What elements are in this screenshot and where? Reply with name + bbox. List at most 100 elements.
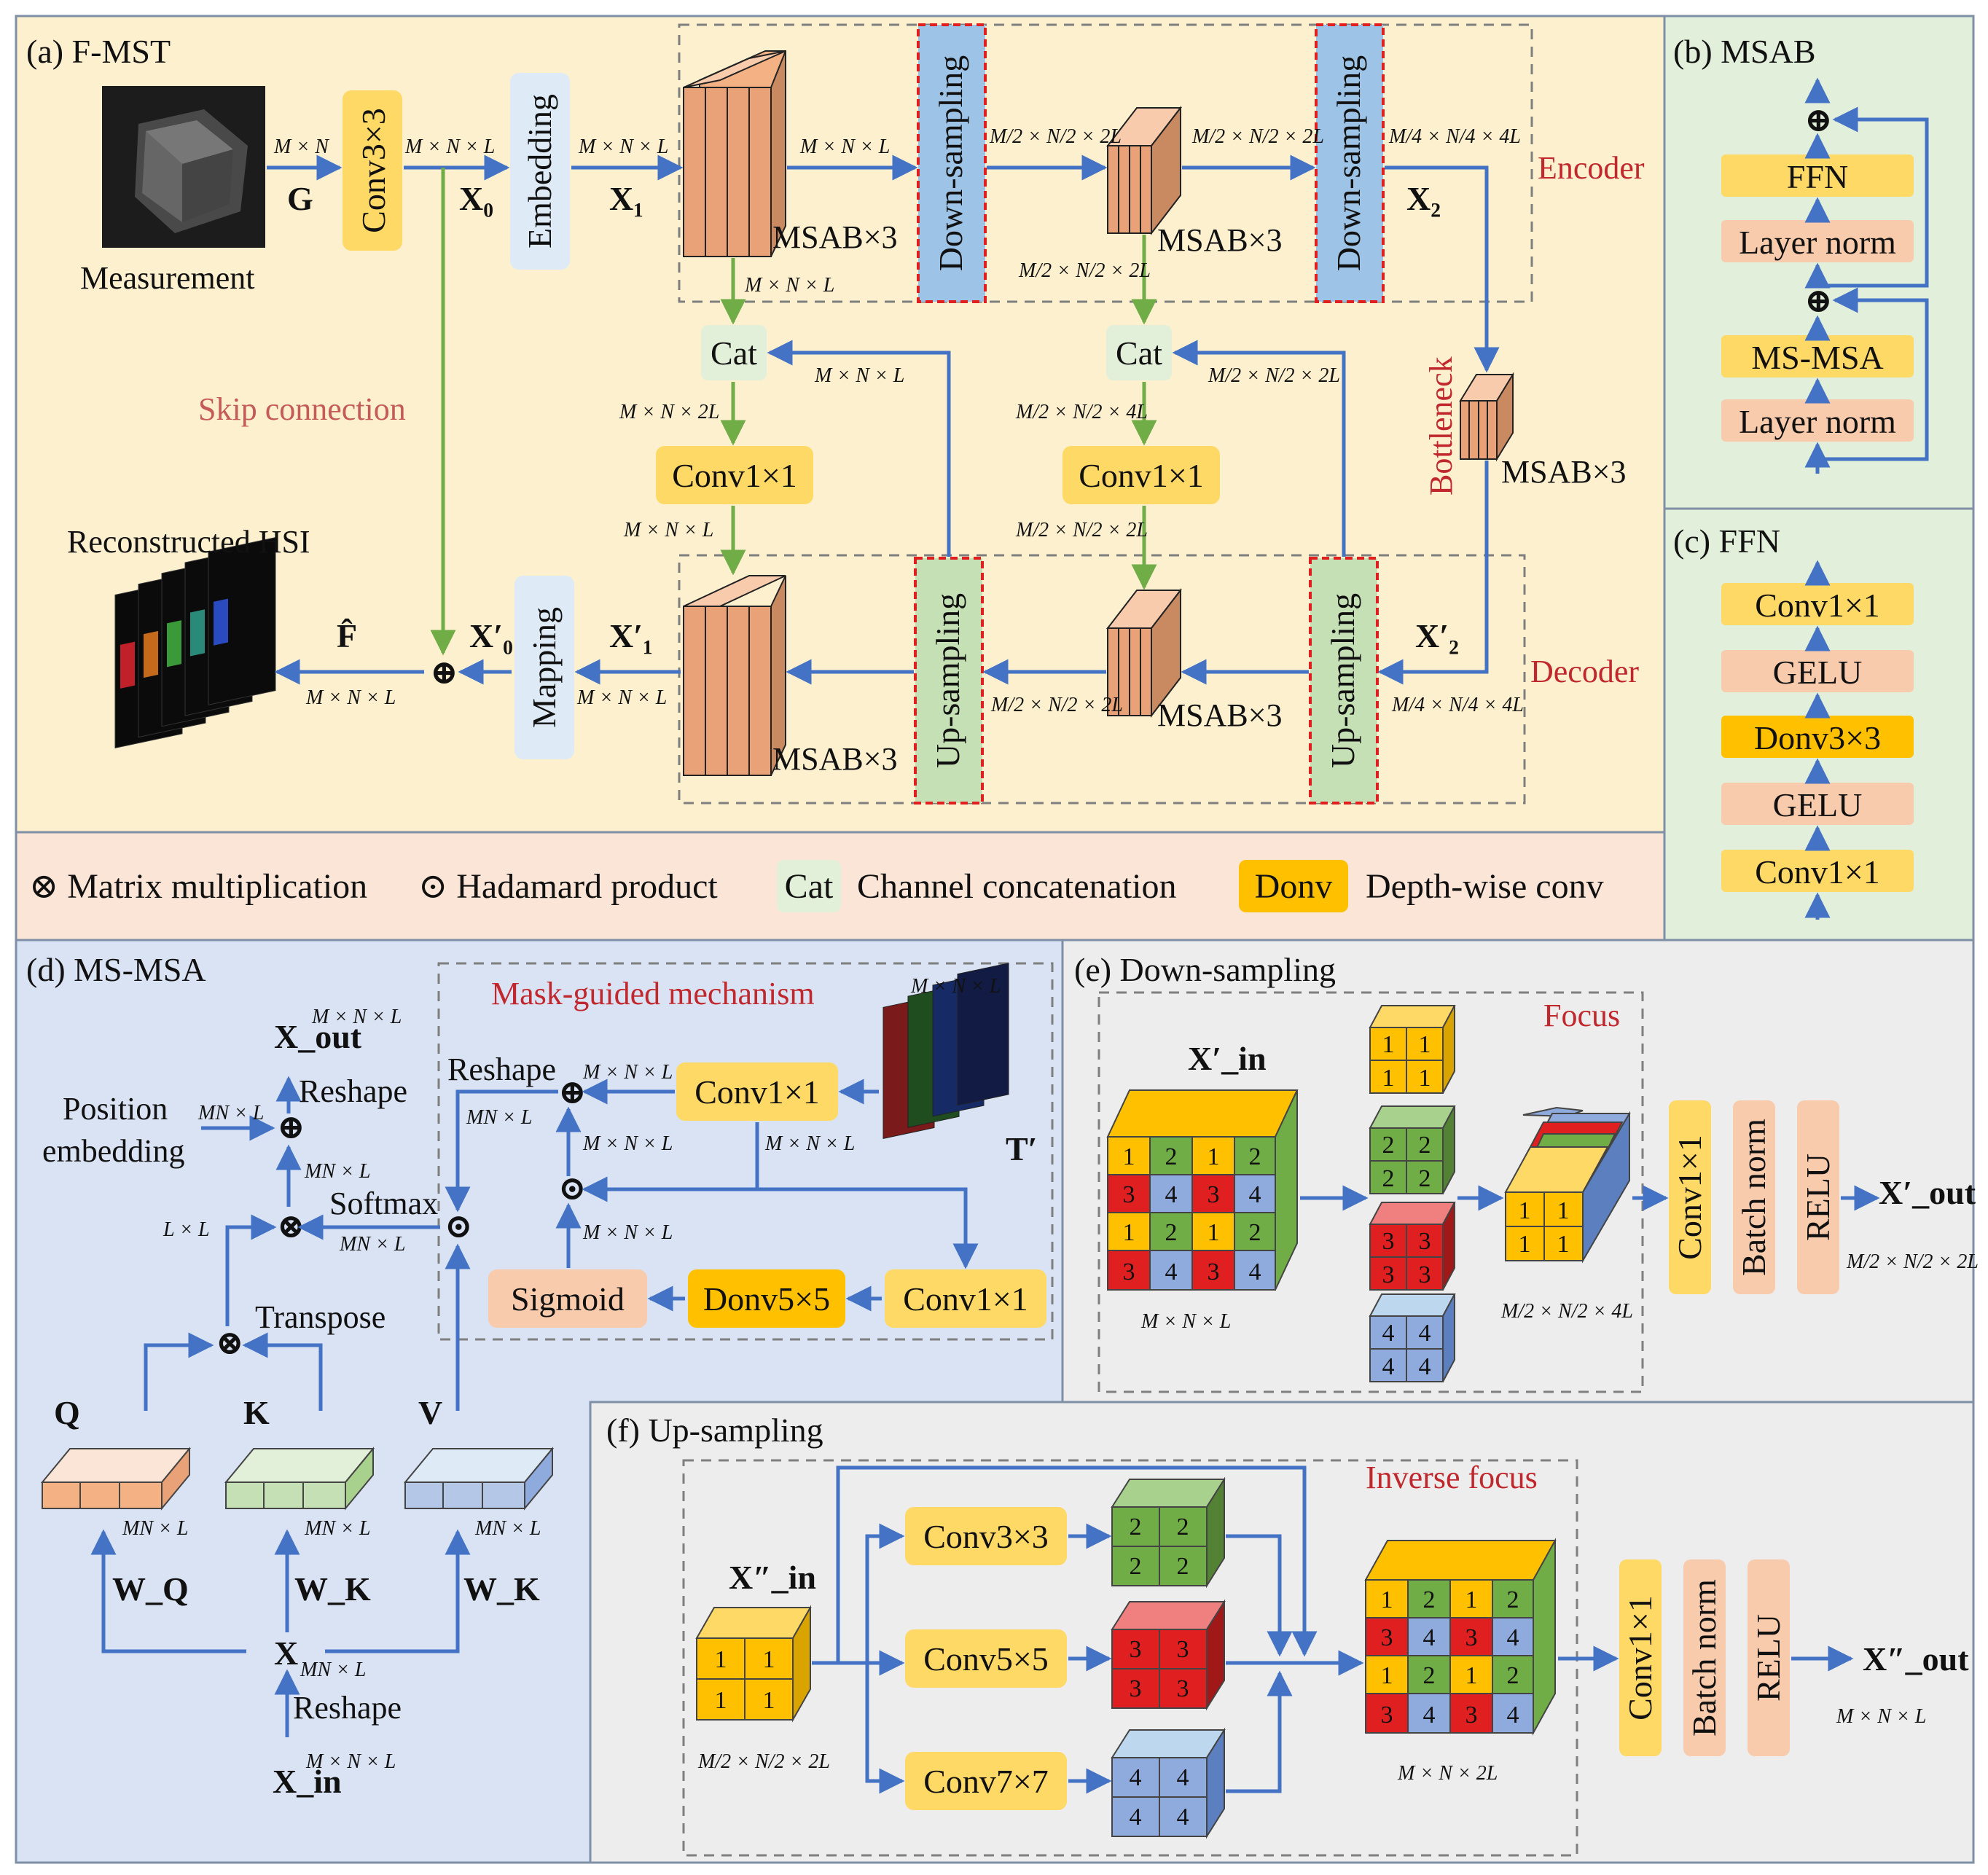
dim-d-MNL-6: M × N × L [305, 1750, 396, 1773]
svg-text:4: 4 [1130, 1804, 1142, 1831]
dim-MNL-6: M × N × L [623, 519, 713, 541]
dim-d-MNxL-4: MN × L [466, 1106, 532, 1129]
svg-text:1: 1 [1557, 1197, 1570, 1224]
ffn-gelu-2-box [1721, 783, 1914, 825]
dim-MNL-1: M × N × L [404, 136, 495, 158]
label-X2: X₂ [1406, 180, 1441, 217]
dim-half4L: M/2 × N/2 × 4L [1015, 401, 1148, 423]
label-e-Xout: X′_out [1879, 1174, 1976, 1211]
e-relu-label: RELU [1799, 1154, 1836, 1241]
ffn-conv1-top-box [1721, 583, 1914, 625]
embedding-label: Embedding [521, 94, 558, 248]
label-WK-1: W_K [294, 1570, 371, 1608]
mask-oplus: ⊕ [558, 1073, 587, 1111]
svg-text:1: 1 [1382, 1031, 1395, 1058]
svg-text:1: 1 [1381, 1586, 1393, 1613]
label-K: K [243, 1394, 270, 1431]
embedding-label-d: embedding [42, 1133, 185, 1169]
e-focus-cube-2: 2 2 2 2 [1369, 1105, 1456, 1194]
svg-text:3: 3 [1123, 1181, 1135, 1208]
ffn-donv3-box [1721, 716, 1914, 758]
label-X0p: X′₀ [469, 617, 513, 654]
svg-text:3: 3 [1177, 1675, 1189, 1702]
dim-half2L-5: M/2 × N/2 × 2L [1015, 519, 1148, 541]
dim-d-MNxL-7: MN × L [474, 1517, 541, 1540]
svg-text:4: 4 [1249, 1259, 1261, 1285]
mask-donv5-label: Donv5×5 [703, 1280, 830, 1318]
reconstructed-hsi-label: Reconstructed HSI [67, 524, 310, 560]
label-V: V [418, 1394, 442, 1431]
svg-text:2: 2 [1507, 1662, 1519, 1689]
svg-text:2: 2 [1130, 1514, 1142, 1541]
svg-text:4: 4 [1423, 1702, 1436, 1729]
svg-text:2: 2 [1423, 1662, 1436, 1689]
label-WK-2: W_K [463, 1570, 540, 1608]
label-G: G [287, 180, 313, 217]
svg-text:1: 1 [763, 1646, 775, 1673]
qk-otimes: ⊗ [216, 1324, 244, 1361]
embedding-box [510, 73, 570, 270]
legend-matmul: ⊗ Matrix multiplication [29, 867, 367, 906]
svg-text:2: 2 [1165, 1143, 1178, 1170]
reshape-3: Reshape [447, 1052, 556, 1087]
mask-conv1x1-top-box [676, 1062, 838, 1121]
svg-text:3: 3 [1382, 1228, 1395, 1255]
msab-enc-2 [1105, 106, 1183, 235]
svg-text:1: 1 [1123, 1143, 1135, 1170]
label-X1: X₁ [609, 180, 643, 217]
panel-a-arrows [267, 154, 1500, 685]
reshape-1: Reshape [293, 1690, 402, 1726]
mask-guided-frame [437, 962, 1054, 1341]
msab-dec-1 [683, 575, 786, 776]
dim-MN2L: M × N × 2L [619, 401, 719, 423]
svg-text:4: 4 [1507, 1702, 1519, 1729]
conv1x1-a1-box [656, 446, 813, 504]
msab-ffn-label: FFN [1787, 158, 1848, 195]
panel-d-title: (d) MS-MSA [26, 951, 206, 988]
svg-text:3: 3 [1130, 1675, 1142, 1702]
dim-d-MNxL-6: MN × L [304, 1517, 370, 1540]
msab-dec-2-label: MSAB×3 [1157, 697, 1283, 733]
cat-1-label: Cat [711, 334, 757, 372]
svg-text:1: 1 [1519, 1197, 1531, 1224]
legend-cat-swatch [777, 860, 841, 912]
panel-d-arrows [90, 1076, 979, 1737]
legend-cat-desc: Channel concatenation [857, 867, 1177, 906]
svg-text:3: 3 [1419, 1261, 1431, 1288]
label-Q: Q [54, 1394, 80, 1431]
svg-text:2: 2 [1177, 1553, 1189, 1580]
dim-half2L-2: M/2 × N/2 × 2L [1191, 125, 1324, 148]
msab-dec-1-label: MSAB×3 [772, 741, 898, 777]
panel-f-title: (f) Up-sampling [606, 1412, 823, 1449]
e-stacked-cube: 1 1 1 1 [1504, 1106, 1631, 1264]
svg-text:1: 1 [1382, 1065, 1395, 1092]
legend-donv-swatch [1239, 860, 1348, 912]
f-input-cube: 1 1 1 1 [695, 1605, 812, 1723]
svg-text:4: 4 [1419, 1320, 1431, 1347]
attn-odot: ⊙ [445, 1207, 473, 1245]
svg-text:3: 3 [1382, 1261, 1395, 1288]
e-conv1x1-box [1669, 1100, 1711, 1294]
downsampling-1-box [917, 23, 987, 303]
dim-quarter4L-2: M/4 × N/4 × 4L [1391, 694, 1524, 716]
dim-d-MNxL-5: MN × L [122, 1517, 188, 1540]
svg-text:1: 1 [1557, 1231, 1570, 1258]
f-conv5x5-box [905, 1629, 1067, 1688]
f-conv3x3-label: Conv3×3 [923, 1518, 1049, 1555]
svg-text:4: 4 [1249, 1181, 1261, 1208]
f-relu-box [1748, 1559, 1790, 1756]
msab-enc-1-label: MSAB×3 [772, 219, 898, 255]
downsampling-1-label: Down-sampling [932, 55, 969, 271]
mapping-box [514, 576, 574, 759]
panel-e-title: (e) Down-sampling [1074, 951, 1336, 988]
f-batchnorm-box [1683, 1559, 1726, 1756]
position-label: Position [63, 1091, 168, 1127]
panel-a-bg [15, 15, 1666, 834]
e-conv1x1-label: Conv1×1 [1671, 1135, 1708, 1260]
reshape-2: Reshape [299, 1073, 407, 1109]
mask-sigmoid-label: Sigmoid [511, 1280, 625, 1318]
dim-MNL-2: M × N × L [578, 136, 668, 158]
ffn-conv1-bottom-label: Conv1×1 [1755, 853, 1880, 890]
f-conv1x1-box [1619, 1559, 1662, 1756]
